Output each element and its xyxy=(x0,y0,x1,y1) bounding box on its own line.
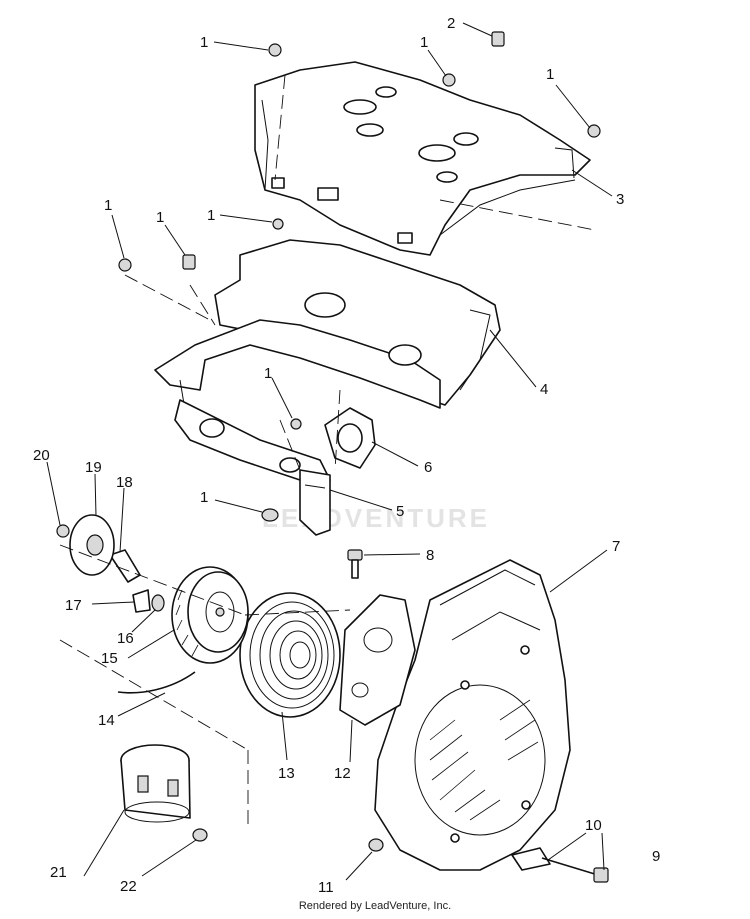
leader-lines xyxy=(46,22,613,881)
callout-16: 16 xyxy=(117,630,134,647)
bolt-part-8 xyxy=(347,549,363,579)
callout-21: 21 xyxy=(50,864,67,881)
credit-line: Rendered by LeadVenture, Inc. xyxy=(298,900,452,912)
nut-part-11 xyxy=(368,838,384,852)
spring-part-17 xyxy=(132,589,151,613)
pawl-part-16 xyxy=(151,594,165,612)
callout-1-e: 1 xyxy=(104,197,112,214)
callout-9: 9 xyxy=(652,848,660,865)
nut-part-20 xyxy=(56,524,70,538)
screw-part-1-d xyxy=(272,218,284,230)
callout-3: 3 xyxy=(616,191,624,208)
callout-7: 7 xyxy=(612,538,620,555)
callout-8: 8 xyxy=(426,547,434,564)
screw-part-1-g xyxy=(290,418,302,430)
callout-numbers: 1 2 1 1 3 1 1 1 4 1 6 5 1 7 8 20 19 18 1… xyxy=(33,15,660,896)
screw-part-1-h xyxy=(261,508,279,522)
fasteners xyxy=(118,31,601,579)
retainer-part-18 xyxy=(109,549,141,583)
screw-part-1-f xyxy=(182,254,196,270)
callout-19: 19 xyxy=(85,459,102,476)
callout-1-h: 1 xyxy=(200,489,208,506)
callout-1-g: 1 xyxy=(264,365,272,382)
bolt-part-9 xyxy=(541,857,609,883)
ratchet-part-19 xyxy=(69,514,115,576)
nut-part-1-c xyxy=(587,124,601,138)
lower-shroud-part-4 xyxy=(154,239,501,481)
callout-4: 4 xyxy=(540,381,548,398)
starter-rope-part-14 xyxy=(117,671,196,694)
callout-1-c: 1 xyxy=(546,66,554,83)
screw-part-22 xyxy=(192,828,208,842)
spacer-part-10 xyxy=(511,847,551,871)
upper-cover-part-3 xyxy=(254,61,591,256)
blower-housing-part-7 xyxy=(374,559,571,871)
starter-bracket-part-12 xyxy=(339,594,416,726)
callout-1-f: 1 xyxy=(156,209,164,226)
starter-pulley-part-15 xyxy=(171,566,249,664)
watermark: LEADVENTURE xyxy=(262,503,490,533)
callout-20: 20 xyxy=(33,447,50,464)
callout-5: 5 xyxy=(396,503,404,520)
callout-1-b: 1 xyxy=(420,34,428,51)
callout-13: 13 xyxy=(278,765,295,782)
callout-14: 14 xyxy=(98,712,115,729)
callout-15: 15 xyxy=(101,650,118,667)
callout-1-a: 1 xyxy=(200,34,208,51)
callout-11: 11 xyxy=(318,879,334,896)
gasket-part-6 xyxy=(324,407,376,469)
callout-10: 10 xyxy=(585,817,602,834)
callout-1-d: 1 xyxy=(207,207,215,224)
screw-part-2 xyxy=(491,31,505,47)
callout-22: 22 xyxy=(120,878,137,895)
callout-18: 18 xyxy=(116,474,133,491)
recoil-spring-part-13 xyxy=(239,592,341,718)
callout-12: 12 xyxy=(334,765,351,782)
callout-2: 2 xyxy=(447,15,455,32)
nut-part-1-e xyxy=(118,258,132,272)
callout-6: 6 xyxy=(424,459,432,476)
nut-part-1-b xyxy=(442,73,456,87)
assembly-lines xyxy=(59,74,596,830)
bracket-part-5 xyxy=(299,469,331,536)
screw-part-1-a xyxy=(268,43,282,57)
callout-17: 17 xyxy=(65,597,82,614)
cup-part-21 xyxy=(120,744,191,823)
